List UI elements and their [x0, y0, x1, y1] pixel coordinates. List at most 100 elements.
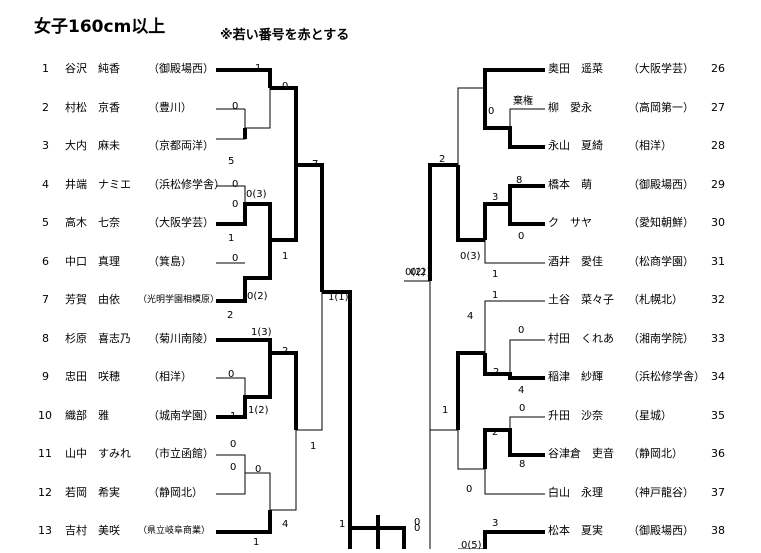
entry-school: （静岡北） [628, 447, 683, 460]
entry-school: （浜松修学舎） [148, 178, 225, 191]
winner-line [456, 165, 485, 242]
winner-line [483, 428, 545, 469]
winner-line [483, 530, 545, 549]
entry-school: （浜松修学舎） [628, 370, 705, 383]
sheet-title: 女子160cm以上 [34, 17, 166, 37]
entry-number: 8 [42, 332, 49, 345]
entry-name: 杉原 喜志乃 [65, 332, 131, 345]
entry-number: 10 [38, 409, 52, 422]
score-label: 1 [310, 441, 317, 452]
entry-school: （相洋） [148, 370, 192, 383]
bracket-line [216, 472, 271, 510]
entry-school: （御殿場西） [628, 524, 694, 537]
entry-number: 6 [42, 255, 49, 268]
entry-name: 松本 夏実 [548, 524, 603, 537]
winner-line [483, 68, 545, 88]
entry-name: 芳賀 由依 [65, 293, 120, 306]
bracket-line [216, 88, 271, 140]
score-label: 3 [492, 518, 499, 529]
entry-name: 橋本 萌 [548, 178, 592, 191]
entry-name: 白山 永理 [548, 486, 603, 499]
winner-line [216, 202, 272, 240]
entry-name: 永山 夏綺 [548, 139, 603, 152]
score-label: 0 [232, 199, 239, 210]
score-label: 8 [516, 175, 523, 186]
entry-number: 38 [711, 524, 725, 537]
entry-school: （光明学園相模原） [138, 295, 220, 305]
entry-name: 大内 麻未 [65, 139, 120, 152]
winner-line [216, 353, 272, 419]
entry-school: （星城） [628, 409, 672, 422]
score-label: 5 [228, 156, 235, 167]
entry-number: 33 [711, 332, 725, 345]
entry-name: 奥田 遥菜 [548, 62, 603, 75]
bracket-line [270, 430, 297, 511]
score-label: 0 [230, 462, 237, 473]
entry-name: 吉村 美咲 [65, 524, 120, 537]
winner-line [216, 240, 272, 303]
entry-name: 稲津 紗輝 [548, 370, 603, 383]
score-label: 2 [492, 427, 499, 438]
score-label: 8 [519, 459, 526, 470]
score-label: 1 [492, 290, 499, 301]
entry-name: 忠田 咲穂 [65, 370, 120, 383]
score-label: 1 [228, 233, 235, 244]
score-label: 0 [414, 517, 421, 528]
entry-number: 35 [711, 409, 725, 422]
winner-line [216, 68, 272, 88]
entry-school: （市立函館） [148, 447, 214, 460]
entry-school: （神戸龍谷） [628, 486, 694, 499]
score-label: 棄権 [513, 96, 533, 107]
bracket-line [216, 185, 246, 204]
winner-line [216, 510, 272, 534]
score-label: 0(2) [405, 267, 426, 278]
score-label: 1(2) [248, 405, 269, 416]
entry-number: 1 [42, 62, 49, 75]
entry-number: 31 [711, 255, 725, 268]
bracket-line [484, 240, 545, 264]
entry-number: 28 [711, 139, 725, 152]
entry-number: 26 [711, 62, 725, 75]
entry-name: 酒井 愛佳 [548, 255, 603, 268]
entry-number: 5 [42, 216, 49, 229]
score-label: 2 [493, 367, 500, 378]
entry-number: 29 [711, 178, 725, 191]
winner-line [270, 86, 298, 165]
score-label: 0 [230, 439, 237, 450]
score-label: 1 [442, 405, 449, 416]
score-label: 0 [228, 369, 235, 380]
score-label: 0 [255, 464, 262, 475]
score-label: 1 [230, 411, 237, 422]
score-label: 2 [439, 154, 446, 165]
score-label: 1 [339, 519, 346, 530]
winner-line [456, 351, 485, 430]
score-label: 1(3) [251, 327, 272, 338]
score-label: 0 [466, 484, 473, 495]
entry-number: 34 [711, 370, 725, 383]
entry-school: （松商学園） [628, 255, 694, 268]
bracket-line [404, 280, 431, 549]
entry-school: （札幌北） [628, 293, 683, 306]
score-label: 1 [255, 63, 262, 74]
bracket-line [216, 377, 246, 397]
entry-school: （御殿場西） [148, 62, 214, 75]
score-label: 0 [232, 179, 239, 190]
bracket-line [484, 300, 545, 353]
score-label: 0 [518, 231, 525, 242]
winner-line [322, 290, 352, 549]
score-label: 1(1) [328, 292, 349, 303]
winner-line [483, 202, 545, 240]
entry-school: （豊川） [148, 101, 192, 114]
entry-name: 高木 七奈 [65, 216, 120, 229]
bracket-line [457, 87, 485, 165]
entry-school: （愛知朝鮮） [628, 216, 694, 229]
note-text: ※若い番号を赤とする [220, 28, 350, 43]
score-label: 0 [414, 523, 421, 534]
score-label: 1 [253, 537, 260, 548]
entry-school: （高岡第一） [628, 101, 694, 114]
winner-line [483, 353, 545, 380]
entry-name: 村松 京香 [65, 101, 120, 114]
score-label: 0 [282, 81, 289, 92]
entry-school: （京都両洋） [148, 139, 214, 152]
